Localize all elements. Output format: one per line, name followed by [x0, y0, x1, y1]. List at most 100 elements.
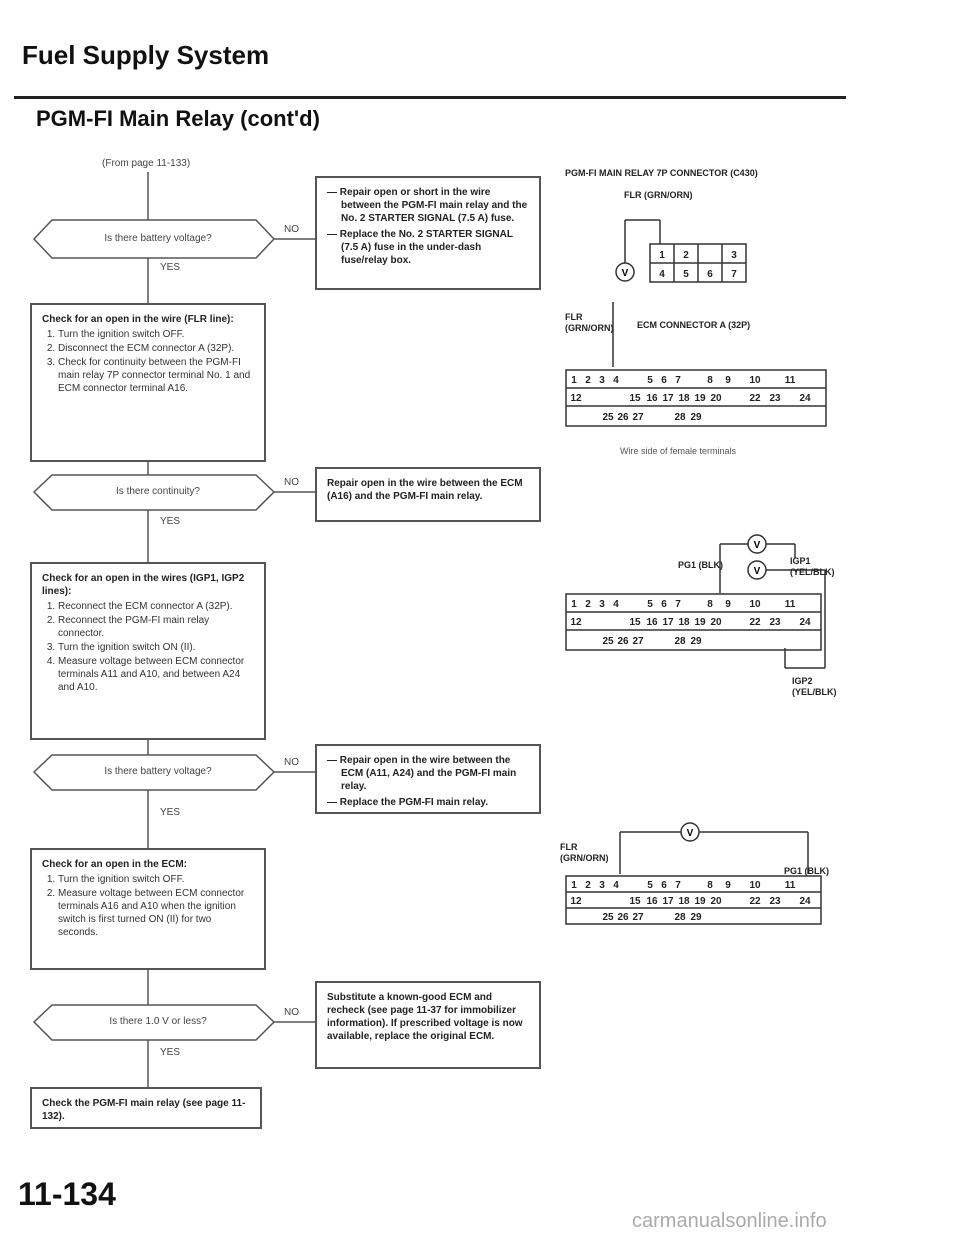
- step-lead: Check for an open in the wire (FLR line)…: [42, 314, 234, 325]
- ecm-terminal: 17: [662, 393, 674, 404]
- ecm-terminal: 7: [675, 375, 681, 386]
- ecm-terminal: 25: [602, 412, 614, 423]
- igp1-wire-label: IGP1 (YEL/BLK): [790, 556, 835, 577]
- pg1-wire-label: PG1 (BLK): [678, 560, 723, 570]
- ecm-terminal: 28: [674, 412, 686, 423]
- step-item: Check for continuity between the PGM-FI …: [58, 356, 254, 395]
- ecm-terminal: 1: [571, 375, 577, 386]
- ecm-terminal: 15: [629, 896, 641, 907]
- decision-diamond: [32, 754, 276, 791]
- ecm-connector-title: ECM CONNECTOR A (32P): [637, 320, 751, 330]
- ecm-terminal: 6: [661, 599, 667, 610]
- ecm-terminal: 26: [617, 912, 629, 923]
- repair-box-fuse: Repair open or short in the wire between…: [315, 176, 541, 290]
- step-item: Turn the ignition switch OFF.: [58, 328, 254, 341]
- ecm-terminal: 8: [707, 880, 713, 891]
- step-item: Measure voltage between ECM connector te…: [58, 887, 254, 939]
- step-lead: Check for an open in the ECM:: [42, 859, 188, 870]
- ecm-connector-2: V V 1 2 3 4 5 6 7 8 9 10 11 12 15 16 17 …: [565, 534, 826, 669]
- ecm-terminal: 16: [646, 617, 658, 628]
- igp2-wire-label: IGP2 (YEL/BLK): [792, 676, 837, 697]
- repair-text: Repair open in the wire between the ECM …: [327, 478, 523, 502]
- ecm-terminal: 2: [585, 880, 591, 891]
- meter-v-symbol: V: [622, 268, 629, 279]
- yes-label: YES: [160, 807, 181, 818]
- flr-wire-label: FLR (GRN/ORN): [624, 190, 693, 200]
- section-title: Fuel Supply System: [22, 40, 270, 70]
- step-box-relay-check: Check the PGM-FI main relay (see page 11…: [30, 1087, 262, 1129]
- no-label: NO: [284, 1007, 299, 1018]
- ecm-terminal: 27: [632, 912, 644, 923]
- ecm-terminal: 29: [690, 412, 702, 423]
- yes-label: YES: [160, 1047, 181, 1058]
- repair-item: Repair open or short in the wire between…: [327, 186, 529, 225]
- meter-v-symbol: V: [687, 828, 694, 839]
- ecm-terminal: 12: [570, 896, 582, 907]
- decision-question: Is there continuity?: [116, 486, 200, 497]
- ecm-terminal: 23: [769, 896, 781, 907]
- decision-question: Is there 1.0 V or less?: [109, 1016, 207, 1027]
- step-item: Turn the ignition switch ON (II).: [58, 641, 254, 654]
- ecm-terminal: 23: [769, 617, 781, 628]
- ecm-terminal: 8: [707, 599, 713, 610]
- relay-terminal: 5: [683, 269, 689, 280]
- ecm-terminal: 3: [599, 375, 605, 386]
- page-subtitle: PGM-FI Main Relay (cont'd): [36, 106, 320, 131]
- ecm-terminal: 5: [647, 599, 653, 610]
- ecm-terminal: 4: [613, 599, 619, 610]
- title-divider: [14, 96, 846, 99]
- decision-diamond: [32, 1004, 276, 1041]
- ecm-terminal: 9: [725, 880, 731, 891]
- ecm-terminal: 16: [646, 896, 658, 907]
- relay-7p-connector: V 1 2 3 4 5 6 7: [615, 219, 747, 283]
- step-box-flr-continuity: Check for an open in the wire (FLR line)…: [30, 303, 266, 462]
- step-box-ecm-check: Check for an open in the ECM: Turn the i…: [30, 848, 266, 970]
- ecm-terminal: 26: [617, 636, 629, 647]
- ecm-terminal: 29: [690, 912, 702, 923]
- flr-wire-label: FLR (GRN/ORN): [565, 312, 614, 333]
- decision-diamond: [32, 474, 276, 511]
- ecm-terminal: 19: [694, 393, 706, 404]
- ecm-terminal: 3: [599, 880, 605, 891]
- step-item: Measure voltage between ECM connector te…: [58, 655, 254, 694]
- repair-box-igp-wire: Repair open in the wire between the ECM …: [315, 744, 541, 814]
- repair-item: Replace the PGM-FI main relay.: [327, 796, 529, 809]
- ecm-terminal: 1: [571, 880, 577, 891]
- ecm-terminal: 19: [694, 896, 706, 907]
- ecm-terminal: 29: [690, 636, 702, 647]
- ecm-terminal: 25: [602, 912, 614, 923]
- ecm-terminal: 10: [749, 880, 761, 891]
- ecm-terminal: 15: [629, 393, 641, 404]
- ecm-terminal: 22: [749, 393, 761, 404]
- yes-label: YES: [160, 262, 181, 273]
- relay-terminal: 2: [683, 250, 689, 261]
- relay-connector-title: PGM-FI MAIN RELAY 7P CONNECTOR (C430): [565, 168, 758, 178]
- ecm-terminal: 18: [678, 896, 690, 907]
- ecm-terminal: 16: [646, 393, 658, 404]
- page-number: 11-134: [18, 1176, 116, 1212]
- ecm-terminal: 4: [613, 880, 619, 891]
- ecm-terminal: 26: [617, 412, 629, 423]
- ecm-terminal: 1: [571, 599, 577, 610]
- pg1-wire-label: PG1 (BLK): [784, 866, 829, 876]
- ecm-terminal: 10: [749, 375, 761, 386]
- step-item: Reconnect the PGM-FI main relay connecto…: [58, 614, 254, 640]
- step-item: Reconnect the ECM connector A (32P).: [58, 600, 254, 613]
- ecm-terminal: 2: [585, 599, 591, 610]
- relay-terminal: 7: [731, 269, 737, 280]
- repair-item: Repair open in the wire between the ECM …: [327, 754, 529, 793]
- ecm-terminal: 28: [674, 636, 686, 647]
- meter-v-symbol: V: [754, 566, 761, 577]
- ecm-connector-1: 1 2 3 4 5 6 7 8 9 10 11 12 15 16 17 18 1…: [565, 302, 827, 427]
- decision-question: Is there battery voltage?: [104, 233, 212, 244]
- repair-item: Replace the No. 2 STARTER SIGNAL (7.5 A)…: [327, 228, 529, 267]
- ecm-terminal: 27: [632, 636, 644, 647]
- ecm-terminal: 7: [675, 880, 681, 891]
- ecm-terminal: 10: [749, 599, 761, 610]
- ecm-connector-3: V 1 2 3 4 5 6 7 8 9 10 11 12 15 16 17 18…: [565, 822, 822, 925]
- relay-terminal: 4: [659, 269, 665, 280]
- relay-terminal: 6: [707, 269, 713, 280]
- meter-v-symbol: V: [754, 540, 761, 551]
- step-box-igp-voltage: Check for an open in the wires (IGP1, IG…: [30, 562, 266, 740]
